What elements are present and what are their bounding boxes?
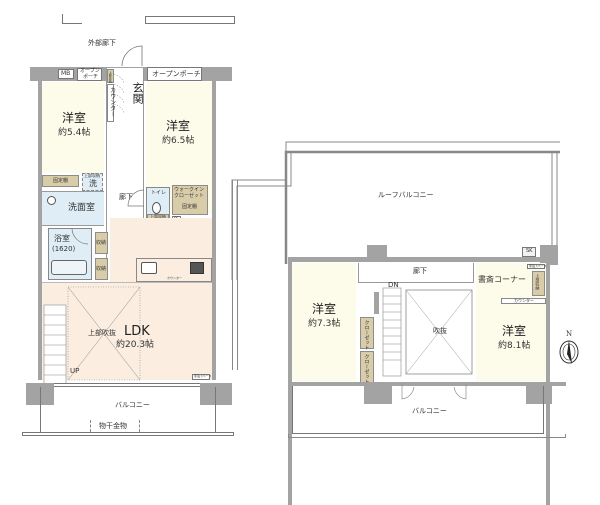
ldk-label: LDK — [124, 324, 150, 339]
stairs-down-label: DN — [388, 281, 399, 289]
upper-north-pillar — [367, 245, 387, 261]
void-label: 吹抜 — [433, 327, 447, 335]
upper-north-wall — [288, 257, 558, 262]
drying-hardware-label: 物干金物 — [99, 422, 127, 430]
bathtub-icon — [51, 260, 87, 275]
upper-hallway: 廊下 — [358, 263, 474, 283]
toilet-door-swing — [127, 189, 145, 207]
upper-balcony-doors — [401, 385, 467, 400]
upper-storage: 上部収納 — [532, 271, 545, 296]
bathroom-door-swing — [71, 227, 89, 245]
walk-in-closet: ウォークイン クローゼット 固定棚 — [172, 185, 208, 215]
stairs-down — [382, 287, 402, 377]
open-porch-small: オープン ポーチ — [77, 68, 102, 81]
bedroom-3: 洋室 約7.3帖 — [292, 263, 356, 381]
washbasin-icon — [47, 196, 56, 205]
appliance-space: 家電スペース — [192, 374, 212, 380]
toilet-icon — [152, 202, 161, 214]
upper-balcony-label: バルコニー — [412, 407, 447, 415]
south-windows — [54, 383, 200, 387]
lower-balcony-label: バルコニー — [115, 401, 150, 409]
roof-balcony-label: ルーフバルコニー — [378, 191, 434, 199]
closet-2: クローゼット — [360, 351, 374, 384]
upper-floor-plan: ルーフバルコニー SK 洋室 約7.3帖 廊下 DN クローゼット クローゼット — [230, 140, 600, 505]
stairs-up — [43, 304, 67, 386]
entrance-door-swing — [121, 45, 143, 67]
ldk-void-above — [67, 286, 141, 381]
sk-box: SK — [522, 247, 536, 257]
west-wall — [38, 80, 42, 380]
ldk-size: 約20.3帖 — [116, 340, 155, 350]
stairs-up-label: UP — [70, 367, 80, 375]
lower-floor-plan: 外部廊下 MB オープン ポーチ オープンポーチ 洋室 約5.4帖 上部収納 カ… — [0, 0, 240, 450]
roof-balcony-left-edge — [232, 180, 238, 370]
upper-void — [405, 289, 473, 375]
compass-icon — [559, 340, 579, 364]
exterior-corridor-label: 外部廊下 — [88, 39, 116, 47]
entrance-label: 玄関 — [131, 82, 145, 104]
ldk-main — [42, 282, 212, 380]
upper-balcony — [292, 386, 544, 434]
shoe-storage: 上部収納 — [107, 69, 114, 83]
void-above-label: 上部吹抜 — [88, 329, 116, 337]
top-wall-fragment-right — [145, 16, 235, 24]
balcony-rail — [22, 432, 234, 436]
mb-closet: MB — [58, 69, 74, 79]
south-wall-east-pillar — [200, 383, 232, 405]
upper-balcony-rail — [288, 434, 566, 438]
kitchen-sink-icon — [141, 262, 157, 274]
open-porch: オープンポーチ — [147, 67, 202, 81]
study-counter: カウンター — [501, 298, 546, 304]
lower-balcony — [40, 387, 216, 432]
laundry-space: 上部収納 洗 — [82, 173, 103, 191]
storage-2: 収納 — [95, 258, 108, 280]
upper-south-pillar-left — [364, 384, 392, 404]
bedroom-1: 洋室 約5.4帖 — [42, 82, 104, 173]
storage-1: 収納 — [95, 232, 108, 254]
stove-icon — [190, 262, 204, 274]
upper-south-pillar-right — [526, 384, 552, 404]
upper-south-wall — [288, 382, 566, 386]
stair-partition — [374, 292, 379, 314]
closet-1: クローゼット — [360, 317, 374, 350]
drying-hardware-bracket — [90, 420, 140, 432]
top-wall-fragment-left — [62, 14, 82, 24]
compass-north-label: N — [566, 330, 573, 338]
entrance-counter: カウンター — [107, 84, 116, 122]
upper-ne-pillar — [540, 245, 558, 265]
east-wall — [212, 80, 216, 380]
fixed-shelf-1: 固定棚 — [42, 175, 79, 187]
upper-appliance-space: 家電スペース — [527, 264, 547, 269]
